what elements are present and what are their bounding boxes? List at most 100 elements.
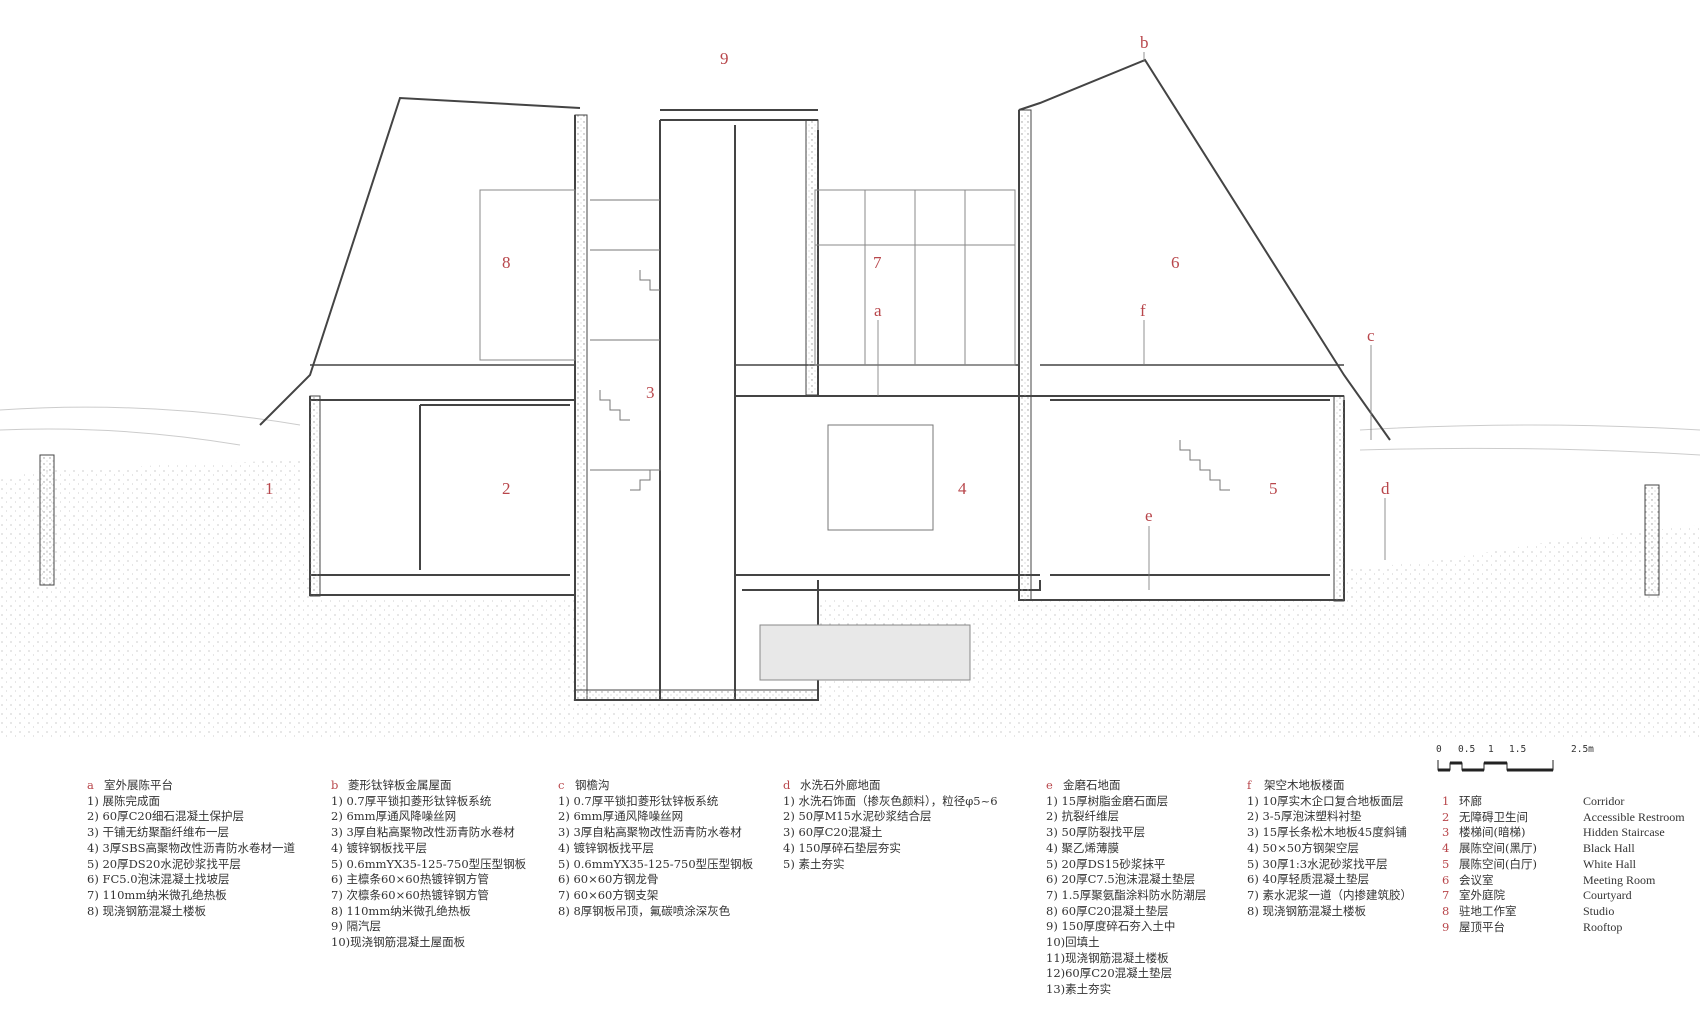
legend-item: 1) 0.7厚平锁扣菱形钛锌板系统 — [558, 793, 719, 808]
ground-fill — [0, 460, 1700, 740]
legend-item: 8) 60厚C20混凝土垫层 — [1046, 903, 1169, 918]
scale-tick: 0.5 — [1458, 744, 1476, 755]
legend-item: 3) 干铺无纺聚酯纤维布一层 — [87, 825, 229, 840]
room-name-en: Courtyard — [1583, 888, 1632, 903]
label-1: 1 — [265, 479, 274, 498]
stairs — [590, 199, 1230, 491]
legend-item: 10)回填土 — [1046, 935, 1100, 950]
legend-item: 7) 次檩条60×60热镀锌钢方管 — [331, 887, 489, 902]
legend-item: 3) 3厚自粘高聚物改性沥青防水卷材 — [331, 825, 515, 840]
legend-item: 8) 110mm纳米微孔绝热板 — [331, 903, 471, 918]
room-name-en: Corridor — [1583, 794, 1625, 808]
legend-item: 2) 抗裂纤维层 — [1046, 809, 1119, 824]
legend-item: 1) 水洗石饰面（掺灰色颜料），粒径φ5~6 — [783, 793, 998, 808]
legend-item: 3) 50厚防裂找平层 — [1046, 825, 1146, 840]
room-name-zh: 会议室 — [1459, 872, 1494, 887]
label-a: a — [874, 301, 882, 320]
label-b: b — [1140, 33, 1149, 52]
legend-item: 2) 6mm厚通风降噪丝网 — [558, 809, 684, 824]
room-name-en: Rooftop — [1583, 919, 1623, 934]
room-labels: 9 8 7 6 a f c 3 1 2 4 5 d e b — [265, 33, 1390, 525]
scale-tick: 1.5 — [1509, 744, 1527, 755]
legend-item: 2) 60厚C20细石混凝土保护层 — [87, 809, 245, 824]
legend-item: 1) 10厚实木企口复合地板面层 — [1247, 793, 1404, 808]
legend-item: 2) 6mm厚通风降噪丝网 — [331, 809, 457, 824]
legend-item: 1) 15厚树脂金磨石面层 — [1046, 793, 1169, 808]
legend-key: c — [558, 778, 565, 792]
label-d: d — [1381, 479, 1390, 498]
legend-item: 4) 镀锌钢板找平层 — [558, 840, 654, 855]
room-number: 8 — [1442, 903, 1450, 918]
leader-lines — [877, 52, 1386, 590]
legend-item: 9) 150厚度碎石夯入土中 — [1046, 919, 1176, 934]
label-8: 8 — [502, 253, 511, 272]
legend-item: 7) 1.5厚聚氨酯涂料防水防潮层 — [1046, 887, 1207, 902]
legend-item: 5) 0.6mmYX35-125-750型压型钢板 — [558, 856, 754, 871]
building-section-drawing: 9 8 7 6 a f c 3 1 2 4 5 d e b — [0, 33, 1700, 740]
room-legend-row: 3 楼梯间(暗梯) Hidden Staircase — [1442, 825, 1685, 841]
room-name-zh: 展陈空间(黑厅) — [1459, 841, 1537, 856]
legend-item: 5) 20厚DS20水泥砂浆找平层 — [87, 856, 241, 871]
legend-item: 3) 60厚C20混凝土 — [783, 825, 883, 840]
black-hall-door — [827, 424, 934, 531]
legend-item: 5) 0.6mmYX35-125-750型压型钢板 — [331, 856, 527, 871]
legend-key: e — [1046, 778, 1053, 792]
room-name-en: Hidden Staircase — [1583, 825, 1665, 840]
legend-item: 2) 3-5厚泡沫塑料衬垫 — [1247, 809, 1362, 824]
glazing — [479, 189, 1016, 366]
legend-item: 1) 0.7厚平锁扣菱形钛锌板系统 — [331, 793, 492, 808]
scale-tick: 2.5m — [1571, 744, 1594, 755]
label-4: 4 — [958, 479, 967, 498]
legend-title-text: 室外展陈平台 — [104, 778, 173, 792]
room-number: 3 — [1442, 825, 1450, 840]
legend-item: 6) 60×60方钢龙骨 — [558, 872, 659, 887]
room-name-en: Accessible Restroom — [1583, 809, 1685, 824]
walls-concrete — [39, 109, 1660, 701]
scale-tick: 1 — [1488, 744, 1494, 755]
legend-key: a — [87, 778, 94, 792]
room-name-zh: 屋顶平台 — [1459, 919, 1505, 934]
legend-title-text: 菱形钛锌板金属屋面 — [348, 778, 452, 792]
room-number: 5 — [1442, 856, 1450, 871]
room-name-zh: 驻地工作室 — [1459, 903, 1517, 918]
legend-title: b 菱形钛锌板金属屋面 — [331, 778, 526, 794]
room-name-zh: 展陈空间(白厅) — [1459, 856, 1537, 871]
legend-key: d — [783, 778, 791, 792]
legend-item: 4) 3厚SBS高聚物改性沥青防水卷材一道 — [87, 840, 295, 855]
room-name-en: Black Hall — [1583, 841, 1635, 856]
label-3: 3 — [646, 383, 655, 402]
label-5: 5 — [1269, 479, 1278, 498]
legend-item: 5) 30厚1:3水泥砂浆找平层 — [1247, 856, 1388, 871]
legend-item: 5) 20厚DS15砂浆抹平 — [1046, 856, 1166, 871]
room-number: 7 — [1442, 888, 1450, 903]
legend-item: 2) 50厚M15水泥砂浆结合层 — [783, 809, 932, 824]
legend-item: 6) 40厚轻质混凝土垫层 — [1247, 872, 1370, 887]
room-name-zh: 楼梯间(暗梯) — [1459, 825, 1526, 840]
legend-item: 5) 素土夯实 — [783, 856, 845, 871]
legend-item: 1) 展陈完成面 — [87, 793, 160, 808]
room-name-en: Meeting Room — [1583, 872, 1656, 887]
room-legend-row: 8 驻地工作室 Studio — [1442, 904, 1685, 920]
legend-item: 7) 素水泥浆一道（内掺建筑胶） — [1247, 887, 1412, 902]
label-7: 7 — [873, 253, 882, 272]
room-name-en: Studio — [1583, 903, 1615, 918]
legend-item: 7) 60×60方钢支架 — [558, 887, 659, 902]
legend-key: b — [331, 778, 339, 792]
legend-key: f — [1247, 778, 1252, 792]
legend-item: 12)60厚C20混凝土垫层 — [1046, 966, 1173, 981]
label-6: 6 — [1171, 253, 1180, 272]
legend-item: 8) 8厚钢板吊顶，氟碳喷涂深灰色 — [558, 903, 731, 918]
legend-item: 7) 110mm纳米微孔绝热板 — [87, 887, 227, 902]
